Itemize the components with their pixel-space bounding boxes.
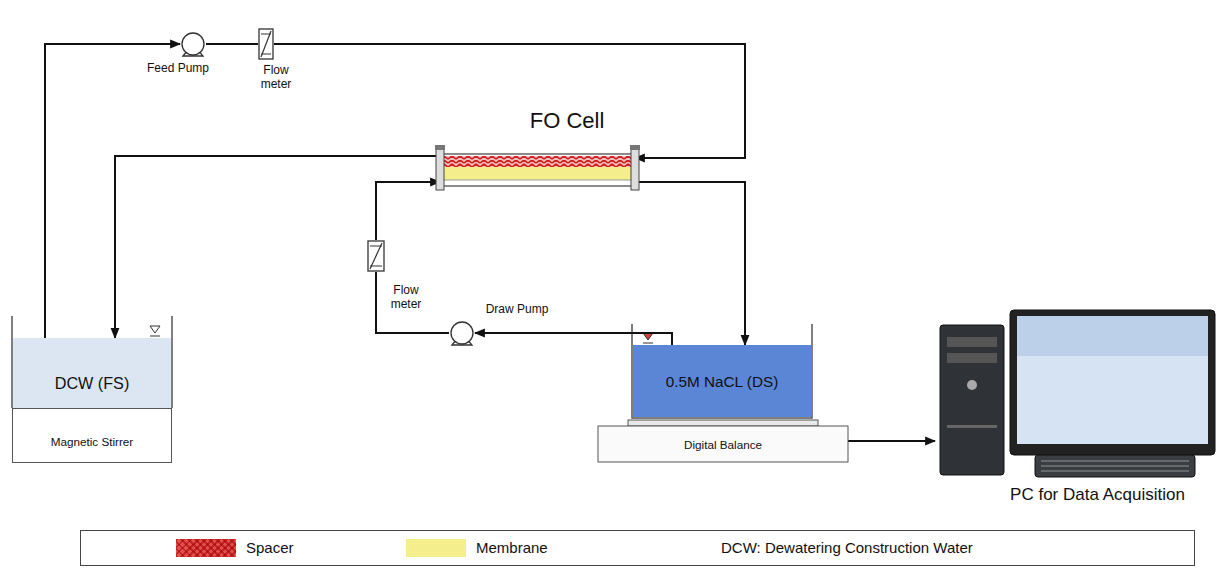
water-level-symbol <box>150 326 160 333</box>
magnetic-stirrer: Magnetic Stirrer <box>12 408 172 463</box>
flow-line <box>274 44 745 158</box>
draw-tank: 0.5M NaCL (DS) <box>633 345 811 417</box>
digital-balance: Digital Balance <box>598 420 848 462</box>
node-label: DCW (FS) <box>13 374 171 393</box>
draw-pump-symbol <box>449 321 475 345</box>
legend-swatch <box>176 539 236 557</box>
node-label: Feed Pump <box>128 62 228 76</box>
node-label: Magnetic Stirrer <box>13 435 171 448</box>
node-label: 0.5M NaCL (DS) <box>633 373 811 391</box>
computer: PC for Data Acquisition <box>935 305 1220 480</box>
feed-pump: Feed Pump <box>180 32 206 56</box>
flow-line <box>45 44 180 338</box>
feed-pump-symbol <box>180 32 206 56</box>
node-label: FO Cell <box>502 108 632 133</box>
flow-line <box>115 156 440 338</box>
node-label: Draw Pump <box>477 303 557 317</box>
legend-label: Membrane <box>476 539 548 557</box>
feed-tank: DCW (FS) <box>13 338 171 408</box>
flow-line <box>376 272 449 333</box>
flow-meter: Flow meter <box>258 28 274 60</box>
node-label: Flow meter <box>254 64 298 92</box>
flow-meter: Flow meter <box>367 240 385 272</box>
legend-box: Spacer Membrane DCW: Dewatering Constructi… <box>80 530 1195 566</box>
computer-symbol <box>935 305 1220 480</box>
flow-line <box>206 43 258 45</box>
abbreviation-note: DCW: Dewatering Construction Water <box>721 539 973 557</box>
water-level-symbol <box>643 333 653 340</box>
legend-label: Spacer <box>246 539 294 557</box>
draw-pump: Draw Pump <box>449 321 475 345</box>
draw-tank-wall <box>632 324 812 418</box>
flow-meter-symbol <box>367 240 385 272</box>
flow-line <box>848 440 935 442</box>
flow-line <box>475 333 672 345</box>
node-label: Digital Balance <box>598 438 848 451</box>
legend-swatch <box>406 539 466 557</box>
flow-line <box>635 182 745 345</box>
feed-tank-wall <box>12 316 172 408</box>
fo-cell-symbol <box>440 148 635 190</box>
node-label: PC for Data Acquisition <box>975 485 1220 505</box>
flow-line <box>376 182 440 240</box>
flow-meter-symbol <box>258 28 274 60</box>
fo-cell: FO Cell <box>440 148 635 190</box>
water-level-symbol <box>643 343 653 344</box>
node-label: Flow meter <box>384 284 428 312</box>
